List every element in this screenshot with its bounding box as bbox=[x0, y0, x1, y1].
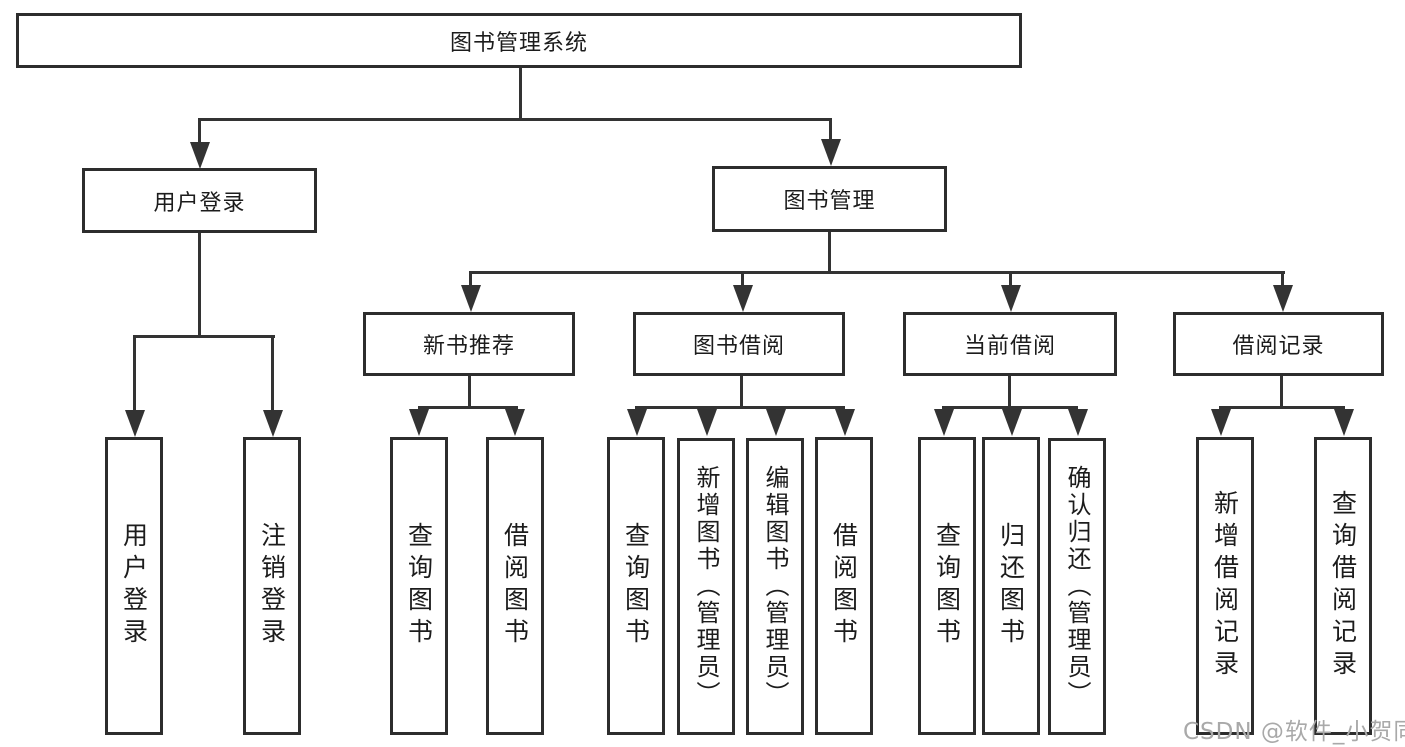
node-label: 查询图书 bbox=[621, 522, 651, 650]
arrowhead-query-books-2 bbox=[627, 409, 647, 436]
connector-book-mgmt-stem bbox=[828, 229, 831, 274]
arrowhead-query-borrow-record bbox=[1334, 409, 1354, 436]
leaf-add-borrow-record: 新增借阅记录 bbox=[1196, 437, 1254, 735]
arrowhead-return-book bbox=[1002, 409, 1022, 436]
leaf-borrow-books-2: 借阅图书 bbox=[815, 437, 873, 735]
node-label: 借阅记录 bbox=[1232, 334, 1325, 359]
leaf-confirm-return-admin: 确认归还（管理员） bbox=[1048, 438, 1106, 735]
connector-current-stem bbox=[1008, 373, 1011, 409]
connector-user-login-stem bbox=[198, 230, 201, 337]
leaf-add-book-admin: 新增图书（管理员） bbox=[677, 438, 735, 735]
node-label: 图书借阅 bbox=[692, 334, 785, 359]
arrowhead-borrowing bbox=[733, 285, 753, 312]
connector-borrowing-bar bbox=[635, 406, 845, 409]
connector-user-login-stub bbox=[198, 118, 201, 144]
leaf-query-books-2: 查询图书 bbox=[607, 437, 665, 735]
leaf-borrow-books-1: 借阅图书 bbox=[486, 437, 544, 735]
csdn-watermark: CSDN @软件_小贺同学 bbox=[1183, 719, 1405, 745]
node-label: 编辑图书（管理员） bbox=[761, 465, 789, 708]
node-label: 确认归还（管理员） bbox=[1063, 465, 1091, 708]
node-user-login: 用户登录 bbox=[82, 168, 317, 233]
node-book-management: 图书管理 bbox=[712, 166, 947, 232]
connector-records-bar bbox=[1219, 406, 1345, 409]
arrowhead-logout-leaf bbox=[263, 410, 283, 437]
leaf-user-login: 用户登录 bbox=[105, 437, 163, 735]
connector-newbook-stem bbox=[468, 374, 471, 409]
leaf-query-books-3: 查询图书 bbox=[918, 437, 976, 735]
connector-level3-bar bbox=[469, 271, 1285, 274]
node-label: 借阅图书 bbox=[829, 522, 859, 650]
connector-newbook-stub bbox=[469, 271, 472, 287]
node-book-borrowing: 图书借阅 bbox=[633, 312, 845, 376]
arrowhead-add-borrow-record bbox=[1211, 409, 1231, 436]
connector-newbook-bar bbox=[418, 406, 518, 409]
connector-current-stub bbox=[1009, 271, 1012, 287]
leaf-query-books-1: 查询图书 bbox=[390, 437, 448, 735]
arrowhead-user-login bbox=[190, 142, 210, 169]
connector-level2-bar bbox=[198, 118, 832, 121]
node-label: 图书管理 bbox=[783, 189, 876, 214]
arrowhead-records bbox=[1273, 285, 1293, 312]
connector-borrowing-stem bbox=[740, 374, 743, 409]
arrowhead-query-books-3 bbox=[934, 409, 954, 436]
arrowhead-add-book-admin bbox=[697, 409, 717, 436]
node-label: 新增图书（管理员） bbox=[692, 465, 720, 708]
node-label: 查询图书 bbox=[404, 522, 434, 650]
arrowhead-borrow-books-1 bbox=[505, 409, 525, 436]
arrowhead-edit-book-admin bbox=[766, 409, 786, 436]
arrowhead-query-books-1 bbox=[409, 409, 429, 436]
leaf-return-book: 归还图书 bbox=[982, 437, 1040, 735]
leaf-logout-login: 注销登录 bbox=[243, 437, 301, 735]
connector-records-stem bbox=[1280, 373, 1283, 409]
node-label: 用户登录 bbox=[153, 190, 246, 216]
node-label: 归还图书 bbox=[996, 522, 1026, 650]
node-label: 新书推荐 bbox=[422, 334, 515, 359]
leaf-query-borrow-record: 查询借阅记录 bbox=[1314, 437, 1372, 735]
leaf-edit-book-admin: 编辑图书（管理员） bbox=[746, 438, 804, 735]
connector-book-mgmt-stub bbox=[829, 118, 832, 141]
connector-user-login-drop-left bbox=[133, 335, 136, 412]
connector-user-login-bar bbox=[133, 335, 275, 338]
node-borrowing-records: 借阅记录 bbox=[1173, 312, 1384, 376]
arrowhead-current bbox=[1001, 285, 1021, 312]
connector-current-bar bbox=[942, 406, 1078, 409]
node-label: 注销登录 bbox=[257, 522, 287, 650]
node-label: 查询借阅记录 bbox=[1328, 490, 1358, 682]
node-label: 新增借阅记录 bbox=[1210, 490, 1240, 682]
node-label: 当前借阅 bbox=[963, 334, 1056, 359]
connector-user-login-drop-right bbox=[271, 335, 274, 412]
arrowhead-borrow-books-2 bbox=[835, 409, 855, 436]
arrowhead-confirm-return bbox=[1068, 409, 1088, 436]
node-label: 图书管理系统 bbox=[449, 30, 588, 56]
arrowhead-user-login-leaf bbox=[125, 410, 145, 437]
node-library-management-system: 图书管理系统 bbox=[16, 13, 1022, 68]
connector-root-stem bbox=[519, 65, 522, 120]
node-current-borrowing: 当前借阅 bbox=[903, 312, 1117, 376]
connector-records-stub bbox=[1281, 271, 1284, 287]
connector-borrowing-stub bbox=[741, 271, 744, 287]
arrowhead-book-mgmt bbox=[821, 139, 841, 166]
node-label: 用户登录 bbox=[119, 522, 149, 650]
node-label: 查询图书 bbox=[932, 522, 962, 650]
node-new-book-recommendation: 新书推荐 bbox=[363, 312, 575, 376]
node-label: 借阅图书 bbox=[500, 522, 530, 650]
arrowhead-newbook bbox=[461, 285, 481, 312]
